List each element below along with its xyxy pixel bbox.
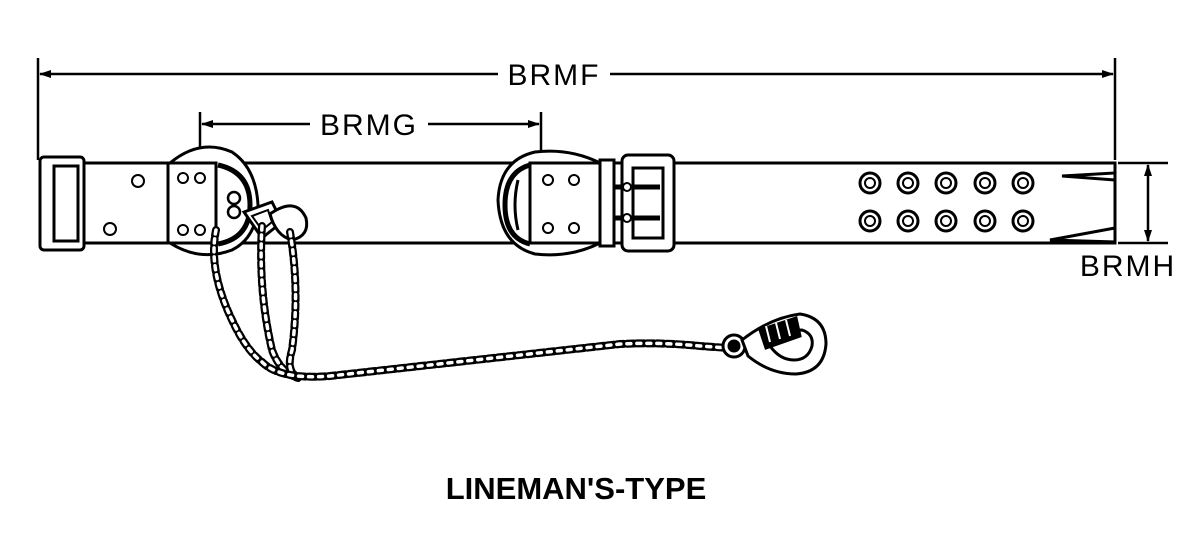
snap-hook <box>268 204 309 242</box>
dimension-label-brmf: BRMF <box>508 59 601 92</box>
rivet <box>103 222 117 236</box>
grommet-hole-inner <box>902 177 914 189</box>
d-ring-left-eye <box>226 190 242 206</box>
rivet <box>542 174 554 186</box>
rivet <box>177 172 189 184</box>
buckle-inner <box>631 166 665 240</box>
dimension-label-brmh: BRMH <box>1080 250 1176 283</box>
snap-hook-keeper-line <box>785 319 791 337</box>
rivet <box>542 222 554 234</box>
diagram-caption: LINEMAN'S-TYPE <box>446 471 707 506</box>
dimension-brmf <box>36 58 1117 160</box>
grommet-hole-inner <box>902 215 914 227</box>
rivet <box>568 222 580 234</box>
main-buckle <box>598 153 676 253</box>
rope-twist <box>288 230 298 378</box>
d-ring-left-plate <box>166 161 218 245</box>
rivet <box>568 174 580 186</box>
rope-twist <box>260 341 730 379</box>
lanyard-rope <box>210 222 732 382</box>
buckle-pin <box>622 182 632 192</box>
end-buckle-inner <box>52 164 80 243</box>
buckle-pin <box>622 213 632 223</box>
rivet <box>177 224 189 236</box>
buckle-keeper <box>598 158 616 248</box>
snap-hook-large <box>721 312 828 376</box>
rope-segment <box>258 339 732 381</box>
grommet-hole-inner <box>979 215 991 227</box>
grommet-hole-inner <box>940 177 952 189</box>
grommet-hole-inner <box>864 177 876 189</box>
d-ring-left <box>166 145 260 257</box>
snap-hook-keeper-line <box>765 325 771 343</box>
grommet-hole-inner <box>940 215 952 227</box>
grommet-holes <box>858 171 1035 233</box>
grommet-hole-inner <box>864 215 876 227</box>
belt-strap <box>80 161 1117 245</box>
lanyard-snaps <box>241 200 309 242</box>
dimension-brmg <box>198 112 543 160</box>
snap-hook-keeper-line <box>775 322 781 340</box>
dimension-brmh <box>1118 161 1168 245</box>
grommet-hole-inner <box>1017 177 1029 189</box>
rivet <box>194 224 206 236</box>
d-ring-right-plate <box>528 161 604 245</box>
rope-twist <box>259 224 300 380</box>
dimension-label-brmg: BRMG <box>320 109 418 142</box>
d-ring-right-inner <box>513 179 520 231</box>
d-ring-right-loop <box>502 162 531 247</box>
rivet <box>194 172 206 184</box>
grommet-hole-inner <box>1017 215 1029 227</box>
d-ring-right <box>496 149 604 257</box>
end-buckle <box>38 155 145 252</box>
d-ring-left-loop <box>217 162 253 247</box>
rope-twist <box>212 228 264 364</box>
rivet <box>131 174 145 188</box>
grommet-hole-inner <box>979 177 991 189</box>
d-ring-left-eye <box>226 204 242 220</box>
snap-hook-eye-center <box>727 339 741 353</box>
